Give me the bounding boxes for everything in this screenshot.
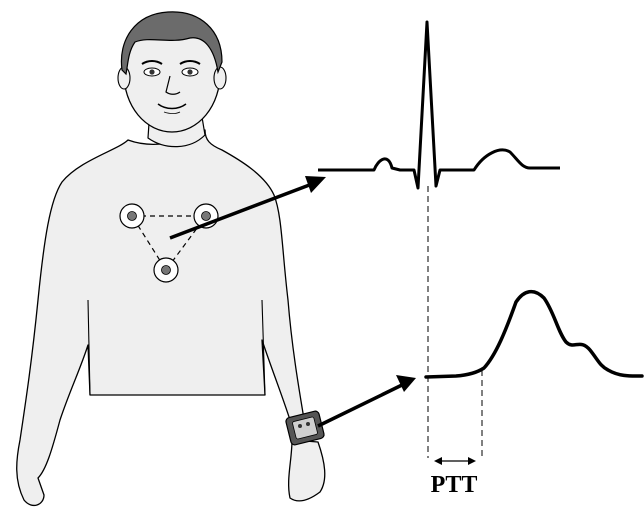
left-pupil [149, 69, 154, 74]
arrowhead-ecg [305, 176, 326, 193]
ecg-waveform [318, 22, 560, 188]
arrowhead-ppg [396, 375, 416, 392]
ptt-label: PTT [431, 472, 478, 498]
right-ear [214, 67, 226, 89]
right-pupil [187, 69, 192, 74]
ptt-arrowhead-right [468, 457, 476, 465]
arrow-to-ppg [318, 385, 402, 426]
electrode-icon [154, 258, 178, 282]
electrode-icon [120, 204, 144, 228]
ppg-waveform [426, 292, 642, 377]
right-hand [289, 440, 325, 501]
ptt-arrowhead-left [434, 457, 442, 465]
ptt-markers: PTT [428, 186, 482, 498]
torso [17, 130, 305, 505]
